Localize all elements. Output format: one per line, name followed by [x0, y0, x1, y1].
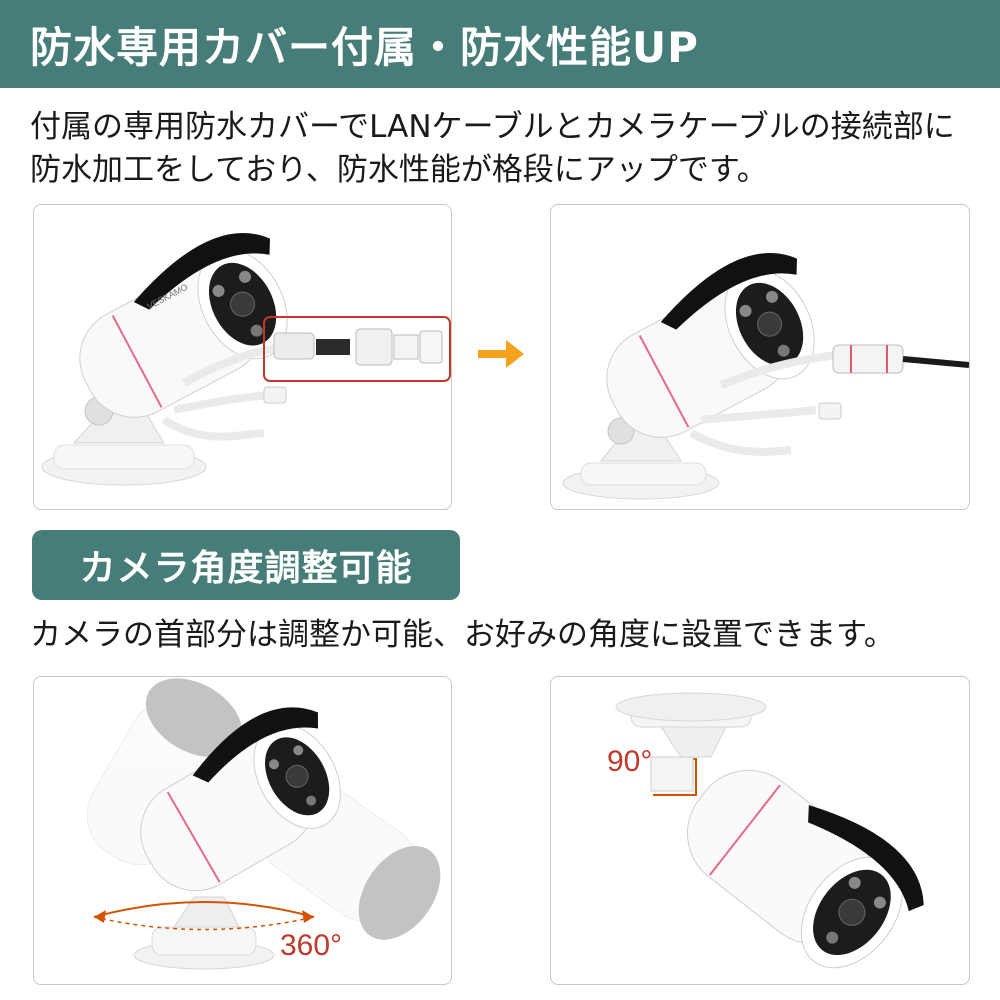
- panel-connector-before: VESKAMO: [33, 204, 452, 510]
- camera-tilt-illustration: [615, 692, 924, 969]
- camera-rotation-illustration: [86, 678, 441, 970]
- section2-description: カメラの首部分は調整か可能、お好みの角度に設置できます。: [30, 617, 895, 653]
- section2-heading: カメラ角度調整可能: [32, 530, 460, 600]
- camera-after-illustration: [562, 253, 969, 500]
- panel-rotation: 360°: [33, 676, 452, 985]
- camera-before-illustration: VESKAMO: [41, 233, 451, 486]
- panel-tilt: 90°: [550, 676, 970, 985]
- header-banner: 防水専用カバー付属・防水性能UP: [0, 0, 1000, 88]
- connector-highlight-box: [263, 316, 451, 382]
- arrow-right-icon: [478, 340, 524, 368]
- tilt-angle-label: 90°: [607, 745, 653, 778]
- rotation-angle-label: 360°: [280, 929, 343, 962]
- section2-title: カメラ角度調整可能: [79, 548, 413, 589]
- rotation-arrow-icon: [93, 901, 315, 931]
- panel-connector-after: [550, 204, 970, 510]
- banner-title: 防水専用カバー付属・防水性能UP: [30, 22, 699, 72]
- section1-description: 付属の専用防水カバーでLANケーブルとカメラケーブルの接続部に防水加工をしており…: [30, 109, 955, 188]
